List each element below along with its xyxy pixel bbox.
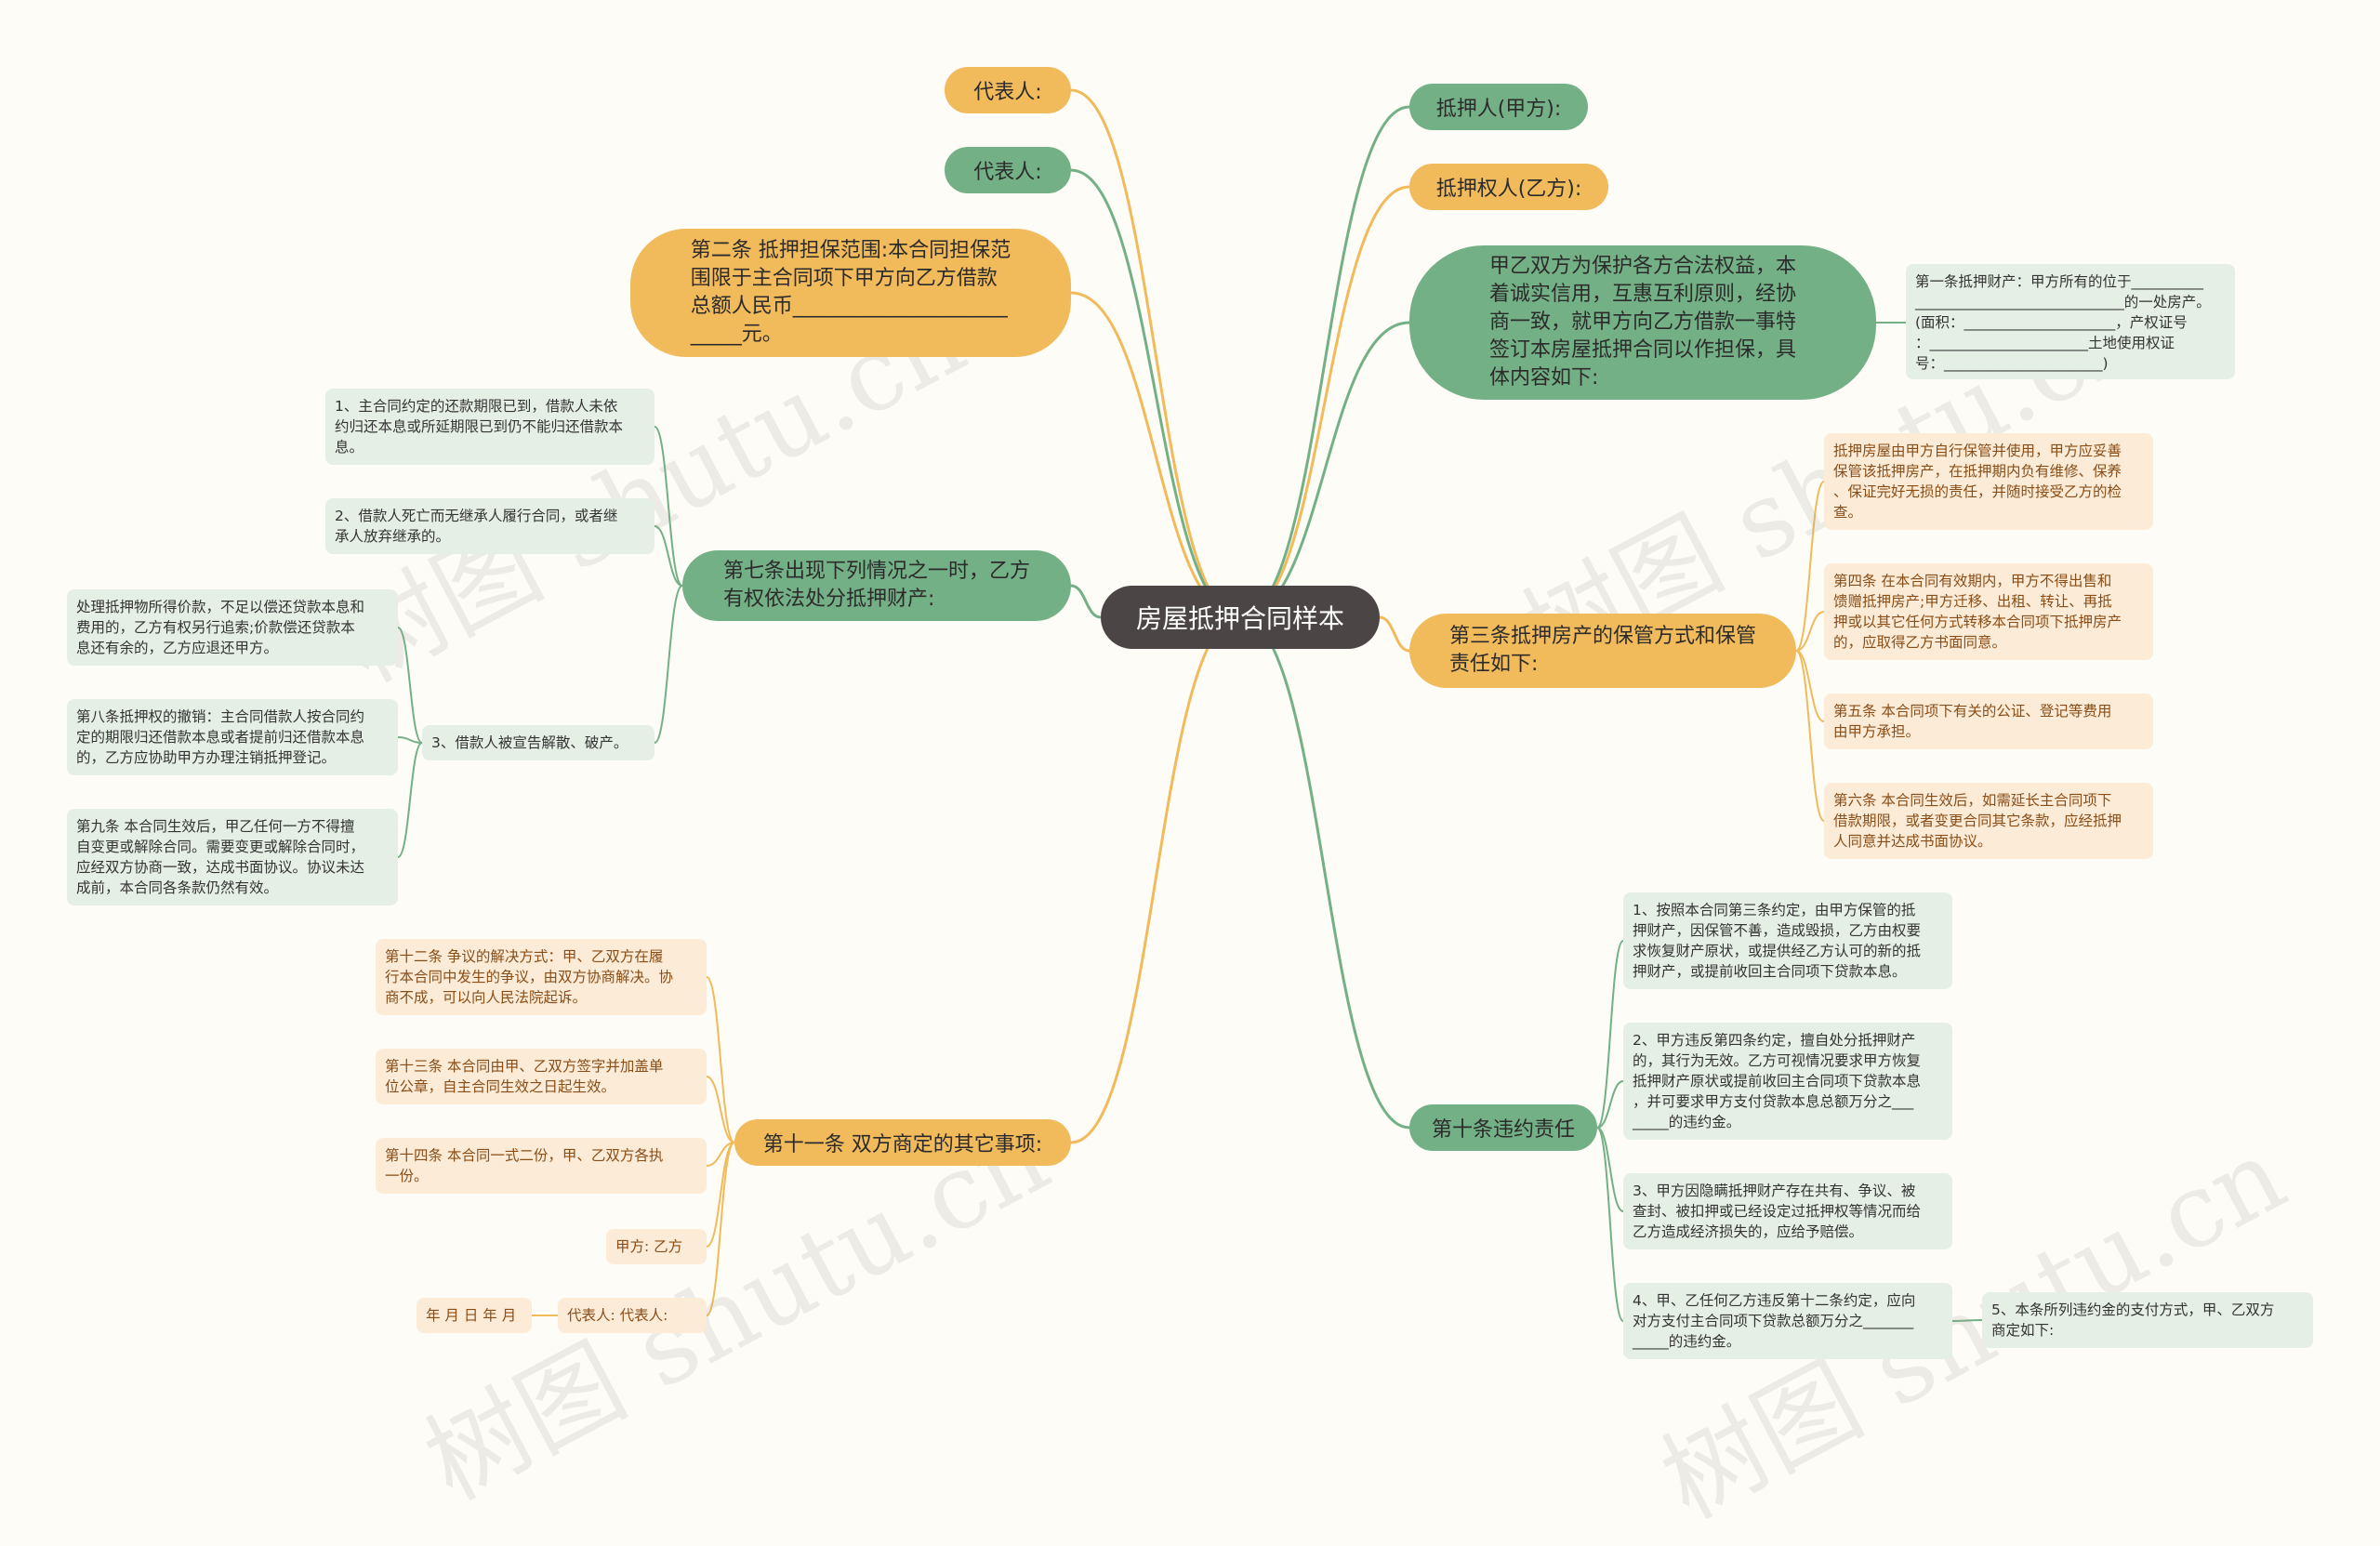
- connector-line: [1596, 940, 1624, 1129]
- connector-line: [706, 976, 735, 1143]
- connector-line: [397, 742, 423, 858]
- connector-line: [1070, 615, 1241, 1144]
- representative-signature-node: 代表人: 代表人:: [558, 1298, 707, 1333]
- connector-line: [1596, 1127, 1624, 1322]
- connector-line: [1596, 1080, 1624, 1129]
- connector-line: [1070, 88, 1241, 619]
- article-10-item-4: 4、甲、乙任何乙方违反第十二条约定，应向 对方支付主合同项下贷款总额万分之___…: [1623, 1283, 1952, 1359]
- connector-line: [1239, 615, 1410, 1130]
- party-signature-node: 甲方: 乙方: [606, 1229, 707, 1264]
- article-4-node: 第四条 在本合同有效期内，甲方不得出售和 馈赠抵押房产;甲方迁移、出租、转让、再…: [1824, 563, 2153, 660]
- connector-line: [1951, 1319, 1983, 1322]
- article-10-node[interactable]: 第十条违约责任: [1409, 1104, 1597, 1151]
- connector-line: [1596, 1127, 1624, 1212]
- connector-line: [1239, 185, 1410, 619]
- connector-line: [654, 426, 683, 587]
- connector-line: [1070, 291, 1241, 619]
- article-7-node[interactable]: 第七条出现下列情况之一时，乙方 有权依法处分抵押财产:: [682, 550, 1071, 621]
- connector-line: [654, 585, 683, 744]
- date-node: 年 月 日 年 月: [416, 1298, 532, 1333]
- connector-line: [397, 627, 423, 744]
- connector-line: [1795, 650, 1825, 822]
- article-9-node: 第九条 本合同生效后，甲乙任何一方不得擅 自变更或解除合同。需要变更或解除合同时…: [67, 809, 398, 905]
- article-6-node: 第六条 本合同生效后，如需延长主合同项下 借款期限，或者变更合同其它条款，应经抵…: [1824, 783, 2153, 859]
- connector-line: [1379, 615, 1410, 653]
- article-7-item-1: 1、主合同约定的还款期限已到，借款人未依 约归还本息或所延期限已到仍不能归还借款…: [325, 389, 654, 465]
- connector-line: [1795, 611, 1825, 652]
- article-10-item-2: 2、甲方违反第四条约定，擅自处分抵押财产 的，其行为无效。乙方可视情况要求甲方恢…: [1623, 1023, 1952, 1140]
- connector-line: [1070, 168, 1241, 619]
- article-2-node[interactable]: 第二条 抵押担保范围:本合同担保范 围限于主合同项下甲方向乙方借款 总额人民币_…: [630, 229, 1071, 357]
- article-1-node: 第一条抵押财产：甲方所有的位于__________ ______________…: [1906, 264, 2235, 379]
- connector-line: [1070, 584, 1102, 619]
- article-8-node: 第八条抵押权的撤销：主合同借款人按合同约 定的期限归还借款本息或者提前归还借款本…: [67, 699, 398, 775]
- mortgagee-node[interactable]: 抵押权人(乙方):: [1409, 164, 1608, 210]
- article-3-node[interactable]: 第三条抵押房产的保管方式和保管 责任如下:: [1409, 614, 1796, 688]
- connector-line: [706, 1076, 735, 1143]
- article-12-node: 第十二条 争议的解决方式：甲、乙双方在履 行本合同中发生的争议，由双方协商解决。…: [376, 939, 707, 1015]
- article-10-item-5: 5、本条所列违约金的支付方式，甲、乙双方 商定如下:: [1982, 1292, 2313, 1348]
- connector-line: [654, 525, 683, 587]
- mortgagor-node[interactable]: 抵押人(甲方):: [1409, 84, 1588, 130]
- article-7-sub-1: 处理抵押物所得价款，不足以偿还贷款本息和 费用的，乙方有权另行追索;价款偿还贷款…: [67, 589, 398, 666]
- introduction-node[interactable]: 甲乙双方为保护各方合法权益，本 着诚实信用，互惠互利原则，经协 商一致，就甲方向…: [1409, 245, 1876, 400]
- central-topic[interactable]: 房屋抵押合同样本: [1101, 586, 1380, 649]
- representative-node-1[interactable]: 代表人:: [945, 67, 1071, 113]
- article-14-node: 第十四条 本合同一式二份，甲、乙双方各执 一份。: [376, 1138, 707, 1194]
- article-10-item-3: 3、甲方因隐瞒抵押财产存在共有、争议、被 查封、被扣押或已经设定过抵押权等情况而…: [1623, 1173, 1952, 1249]
- article-7-item-3: 3、借款人被宣告解散、破产。: [422, 725, 654, 760]
- article-13-node: 第十三条 本合同由甲、乙双方签字并加盖单 位公章，自主合同生效之日起生效。: [376, 1049, 707, 1104]
- article-7-item-2: 2、借款人死亡而无继承人履行合同，或者继 承人放弃继承的。: [325, 498, 654, 554]
- article-10-item-1: 1、按照本合同第三条约定，由甲方保管的抵 押财产，因保管不善，造成毁损，乙方由权…: [1623, 892, 1952, 989]
- representative-node-2[interactable]: 代表人:: [945, 147, 1071, 193]
- connector-line: [1795, 650, 1825, 722]
- connector-line: [706, 1142, 735, 1316]
- article-3-item-1: 抵押房屋由甲方自行保管并使用，甲方应妥善 保管该抵押房产，在抵押期内负有维修、保…: [1824, 433, 2153, 530]
- connector-line: [397, 736, 423, 744]
- article-11-node[interactable]: 第十一条 双方商定的其它事项:: [734, 1119, 1071, 1166]
- connector-line: [1239, 105, 1410, 619]
- article-5-node: 第五条 本合同项下有关的公证、登记等费用 由甲方承担。: [1824, 694, 2153, 749]
- connector-line: [1795, 481, 1825, 652]
